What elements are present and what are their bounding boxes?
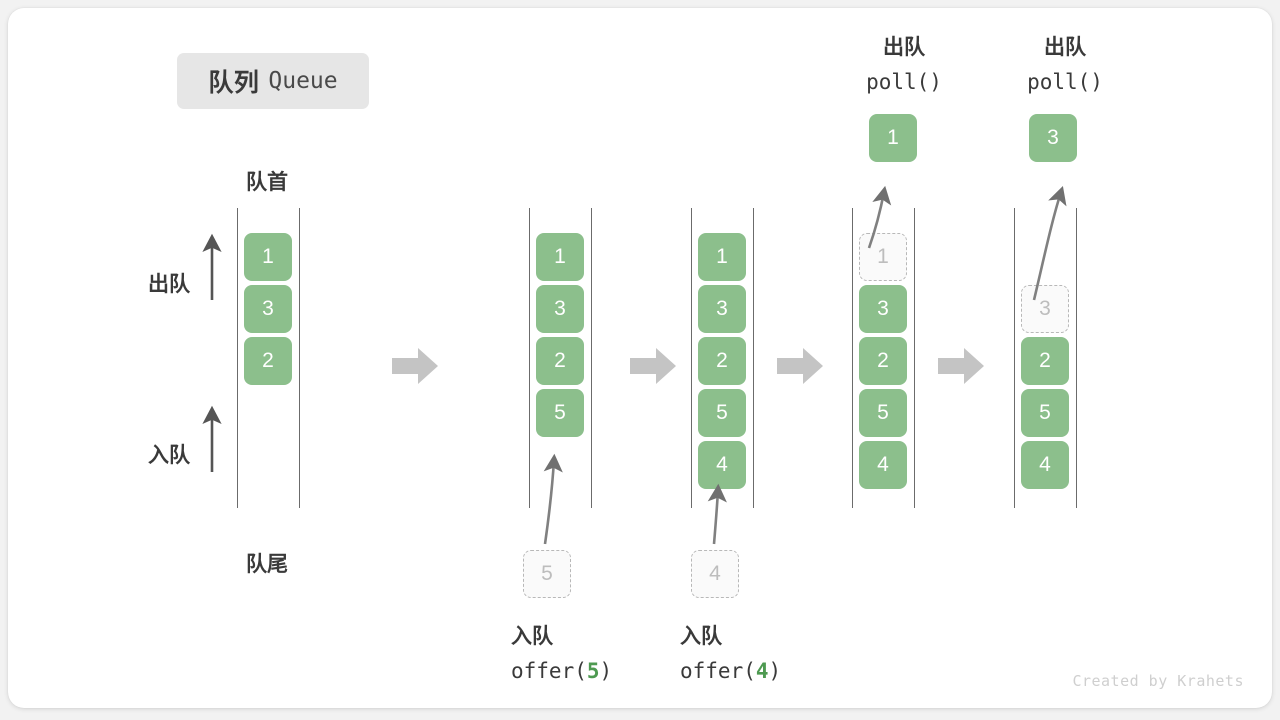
rail-right	[591, 208, 592, 508]
queue-cell-ghost: 1	[859, 233, 907, 281]
queue-cell: 5	[698, 389, 746, 437]
label-head: 队首	[246, 171, 288, 194]
rail-left	[237, 208, 238, 508]
diagram-title-badge: 队列 Queue	[177, 53, 369, 109]
queue-cell-ghost: 3	[1021, 285, 1069, 333]
title-english: Queue	[268, 68, 338, 94]
step-arrow-3	[777, 346, 823, 386]
rail-right	[753, 208, 754, 508]
queue-cell: 5	[1021, 389, 1069, 437]
op-offer5-line2: offer(5)	[511, 654, 612, 688]
queue-cell: 3	[859, 285, 907, 333]
queue-cell: 5	[859, 389, 907, 437]
queue-cell: 4	[1021, 441, 1069, 489]
op-label-poll-2: 出队 poll()	[1020, 31, 1110, 99]
queue-cell: 5	[536, 389, 584, 437]
diagram-card: 队列 Queue 队首 队尾 出队 入队 入队 offer(5) 入队 offe…	[8, 8, 1272, 708]
op-offer4-suffix: )	[768, 659, 782, 683]
offer-5-pointer-arrow	[543, 453, 563, 545]
label-enqueue: 入队	[148, 444, 190, 467]
rail-left	[1014, 208, 1015, 508]
rail-right	[299, 208, 300, 508]
queue-cell: 4	[698, 441, 746, 489]
step-arrow-1	[392, 346, 438, 386]
op-offer4-line1: 入队	[680, 625, 722, 648]
op-offer4-line2: offer(4)	[680, 654, 781, 688]
op-label-offer-4: 入队 offer(4)	[680, 620, 781, 688]
title-chinese: 队列	[208, 69, 260, 97]
incoming-value-5: 5	[523, 550, 571, 598]
queue-cell: 2	[698, 337, 746, 385]
label-dequeue: 出队	[148, 273, 190, 296]
queue-cell: 1	[244, 233, 292, 281]
step-arrow-4	[938, 346, 984, 386]
rail-left	[691, 208, 692, 508]
queue-cell: 1	[698, 233, 746, 281]
label-tail: 队尾	[246, 553, 288, 576]
op-poll1-line1: 出队	[883, 36, 925, 59]
op-poll2-line2: poll()	[1027, 70, 1103, 94]
queue-cell: 3	[244, 285, 292, 333]
popped-value-1: 1	[869, 114, 917, 162]
rail-left	[529, 208, 530, 508]
rail-right	[1076, 208, 1077, 508]
op-label-poll-1: 出队 poll()	[859, 31, 949, 99]
rail-left	[852, 208, 853, 508]
queue-cell: 2	[1021, 337, 1069, 385]
credit-text: Created by Krahets	[1072, 672, 1244, 690]
op-label-offer-5: 入队 offer(5)	[511, 620, 612, 688]
op-offer5-prefix: offer(	[511, 659, 587, 683]
queue-cell: 4	[859, 441, 907, 489]
queue-cell: 2	[244, 337, 292, 385]
op-poll2-line1: 出队	[1044, 36, 1086, 59]
incoming-value-4: 4	[691, 550, 739, 598]
op-offer5-line1: 入队	[511, 625, 553, 648]
queue-cell: 2	[859, 337, 907, 385]
op-poll1-line2: poll()	[866, 70, 942, 94]
queue-cell: 3	[536, 285, 584, 333]
queue-cell: 3	[698, 285, 746, 333]
rail-right	[914, 208, 915, 508]
queue-cell: 2	[536, 337, 584, 385]
poll-2-pointer-arrow	[1032, 186, 1067, 301]
step-arrow-2	[630, 346, 676, 386]
offer-4-pointer-arrow	[707, 483, 727, 545]
op-offer4-prefix: offer(	[680, 659, 756, 683]
queue-cell: 1	[536, 233, 584, 281]
op-offer5-value: 5	[586, 659, 600, 683]
popped-value-2: 3	[1029, 114, 1077, 162]
op-offer5-suffix: )	[599, 659, 613, 683]
op-offer4-value: 4	[755, 659, 769, 683]
